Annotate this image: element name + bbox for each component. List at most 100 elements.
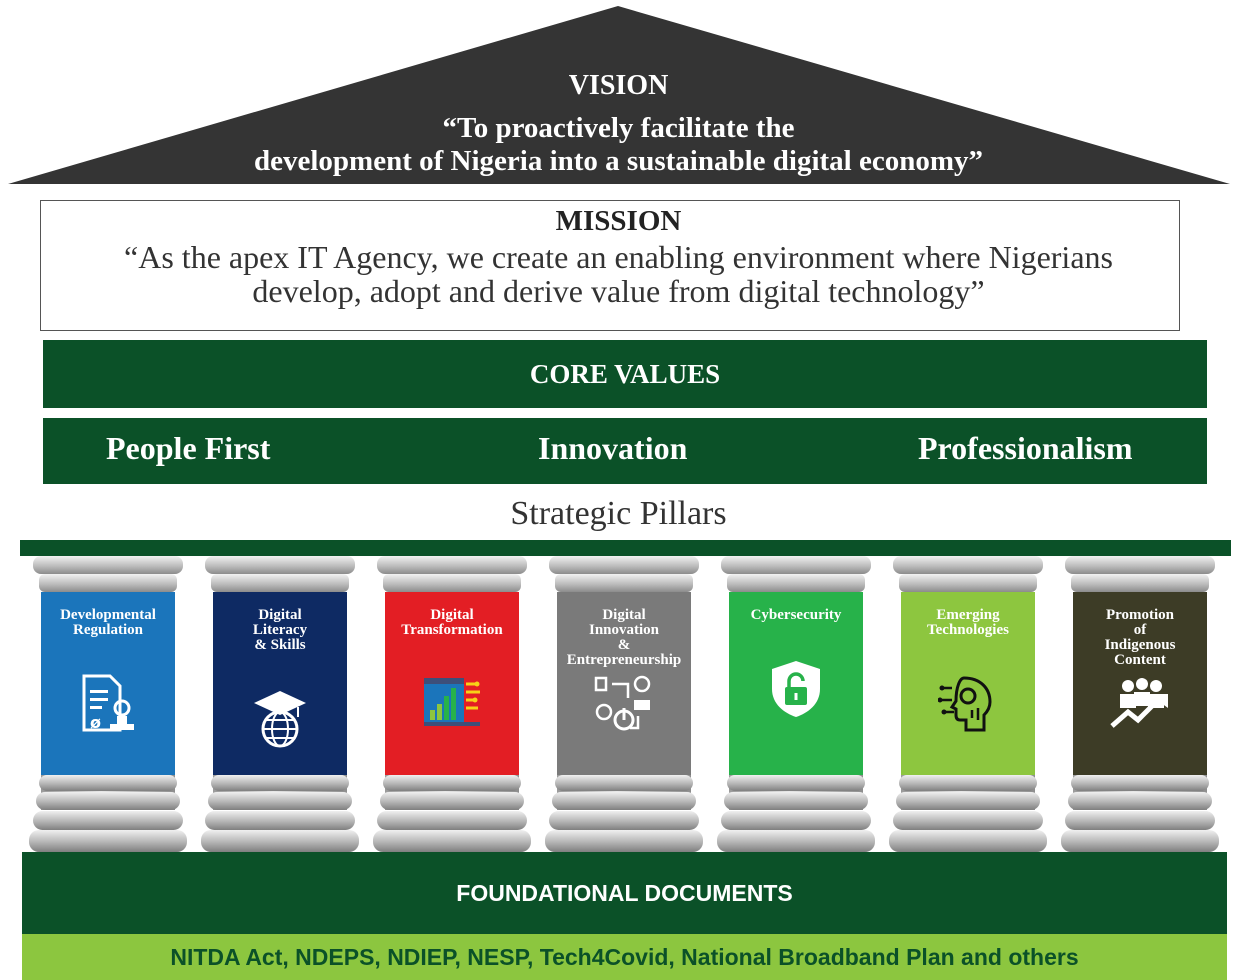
ai-head-icon [937,674,998,734]
pillar-capital [893,556,1043,574]
core-value-professionalism: Professionalism [918,430,1133,466]
pillar-plinth [889,830,1047,852]
pillar-title-line: Emerging [936,607,1000,623]
pillar-capital-ring [899,574,1037,592]
pillar-base-ring [899,775,1037,791]
pillar-base-ring [39,775,177,791]
pillar-title-line: & Skills [254,637,306,653]
pillar-title-line: Content [1114,652,1166,668]
core-value-innovation: Innovation [538,430,688,466]
pillar-capital [721,556,871,574]
pillar-base-ring [1068,792,1212,810]
pillar-capital-ring [555,574,693,592]
document-stamp-icon: ø [78,674,138,734]
pillar-base-ring [211,775,349,791]
mission-title: MISSION [555,205,682,237]
pillar-title-line: Literacy [252,622,308,638]
pillar-title-line: of [1133,622,1147,638]
pillar-base-ring [208,792,352,810]
graduation-globe-icon [250,689,310,749]
pillar-title: Cybersecurity [729,608,863,623]
pillar-base-ring [893,811,1043,830]
pillar-capital-ring [383,574,521,592]
pillar-base-ring [1071,775,1209,791]
pillar-capital [549,556,699,574]
pillar-title-line: Transformation [401,622,503,638]
pillar-base-ring [383,775,521,791]
pillar-title-line: Entrepreneurship [566,652,682,668]
mission-box [40,200,1180,331]
pillar-plinth [717,830,875,852]
pillar-capital-ring [211,574,349,592]
pillar-title-line: Developmental [60,607,156,623]
mission-statement-line-1: “As the apex IT Agency, we create an ena… [124,239,1113,275]
core-values-bar: People First Innovation Professionalism [43,418,1207,484]
pillar-base-ring [724,792,868,810]
pillar-capital [1065,556,1215,574]
pillar-title-line: Indigenous [1104,637,1176,653]
pillar-base-ring [727,775,865,791]
pillar-base-ring [1065,811,1215,830]
pillar-base-ring [721,811,871,830]
pillar-base-ring [552,792,696,810]
pillar-title-line: Regulation [72,622,143,638]
vision-statement-line-2: development of Nigeria into a sustainabl… [253,145,983,177]
core-value-people-first: People First [106,430,271,466]
pillar-base-ring [549,811,699,830]
pillar-title-line: Cybersecurity [750,607,842,623]
pillar-base-ring [896,792,1040,810]
growth-people-icon [1110,674,1170,734]
tech-network-icon [594,674,654,734]
roof [8,6,1230,184]
pillar-capital [377,556,527,574]
foundational-documents-title: FOUNDATIONAL DOCUMENTS [22,852,1227,934]
pillar-title-line: Promotion [1105,607,1175,623]
pillar-plinth [201,830,359,852]
pillar-plinth [545,830,703,852]
pillar-title-line: Technologies [927,622,1009,638]
shield-lock-icon [766,659,826,719]
pillar-title-line: Innovation [588,622,660,638]
vision-title: VISION [568,70,669,101]
pillar-base-ring [377,811,527,830]
pillar-title-line: Digital [258,607,302,623]
mission-statement-line-2: develop, adopt and derive value from dig… [252,273,985,309]
core-values-title: CORE VALUES [43,340,1207,408]
pillar-capital-ring [1071,574,1209,592]
foundational-documents-list: NITDA Act, NDEPS, NDIEP, NESP, Tech4Covi… [22,934,1227,980]
pillar-base-ring [555,775,693,791]
digital-transformation-icon [422,674,482,734]
pillar-title-line: & [617,637,631,653]
pillar-title-line: Digital [602,607,646,623]
pillar-base-ring [380,792,524,810]
pillar-capital-ring [727,574,865,592]
pillars-top-beam [20,540,1231,556]
pillar-base-ring [33,811,183,830]
pillar-panel: Cybersecurity [729,592,863,775]
pillar-base-ring [205,811,355,830]
pillar-plinth [1061,830,1219,852]
pillar-base-ring [36,792,180,810]
pillar-cybersecurity: Cybersecurity [717,556,875,852]
pillar-plinth [29,830,187,852]
pillar-capital-ring [39,574,177,592]
pillar-title-line: Digital [430,607,474,623]
